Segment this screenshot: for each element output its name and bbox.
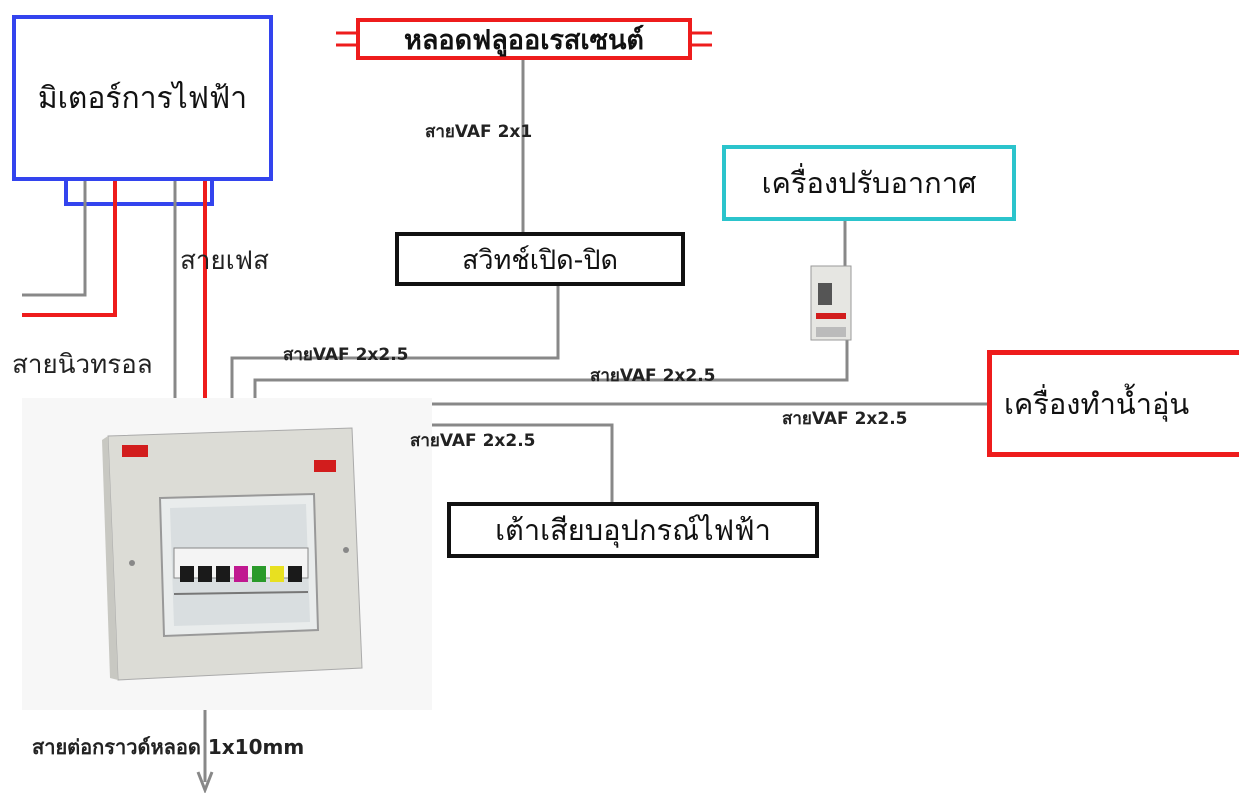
outlet-box: เต้าเสียบอุปกรณ์ไฟฟ้า — [447, 502, 819, 558]
fluorescent-label: หลอดฟลูออเรสเซนต์ — [404, 24, 644, 56]
ground-arrow — [196, 771, 214, 793]
ground-wire-label: สายต่อกราวด์หลอด 1x10mm — [32, 735, 305, 759]
outlet-label: เต้าเสียบอุปกรณ์ไฟฟ้า — [495, 513, 771, 547]
vaf-ac-label: สายVAF 2x2.5 — [590, 366, 716, 386]
electric-meter-box: มิเตอร์การไฟฟ้า — [12, 15, 273, 181]
water-heater-box: เครื่องทำน้ำอุ่น — [987, 350, 1239, 457]
neutral-wire-blue — [64, 180, 214, 206]
vaf-switch-label: สายVAF 2x2.5 — [283, 345, 409, 365]
distribution-panel-icon — [22, 398, 432, 710]
phase-wire-left — [22, 180, 117, 317]
air-conditioner-box: เครื่องปรับอากาศ — [722, 145, 1016, 221]
fluorescent-lamp-box: หลอดฟลูออเรสเซนต์ — [356, 18, 692, 60]
neutral-wire-gray — [22, 180, 87, 297]
fluorescent-stub-right — [692, 31, 712, 47]
air-conditioner-label: เครื่องปรับอากาศ — [761, 166, 977, 200]
phase-wire-label: สายเฟส — [180, 246, 269, 276]
vaf-2x1-label: สายVAF 2x1 — [425, 122, 533, 142]
meter-label: มิเตอร์การไฟฟ้า — [37, 80, 248, 116]
vaf-heater-label: สายVAF 2x2.5 — [782, 409, 908, 429]
water-heater-label: เครื่องทำน้ำอุ่น — [1004, 386, 1190, 421]
neutral-wire-label: สายนิวทรอล — [12, 350, 153, 380]
fluorescent-stub-left — [336, 31, 356, 47]
switch-label: สวิทช์เปิด-ปิด — [461, 244, 619, 276]
circuit-breaker-icon — [810, 265, 852, 341]
switch-box: สวิทช์เปิด-ปิด — [395, 232, 685, 286]
vaf-outlet-label: สายVAF 2x2.5 — [410, 431, 536, 451]
